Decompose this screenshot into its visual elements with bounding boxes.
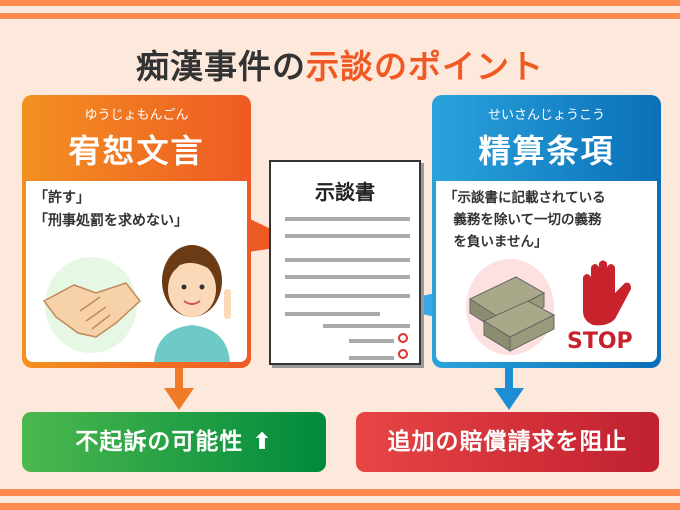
block-claims-result: 追加の賠償請求を阻止 <box>356 412 659 472</box>
card-quote: 「示談書に記載されている 義務を除いて一切の義務 を負いません」 <box>444 190 606 250</box>
bottom-stripe <box>0 503 680 510</box>
card-quote: 「許す」 「刑事処罰を求めない」 <box>34 190 188 229</box>
card-heading: 宥恕文言 <box>68 132 205 170</box>
woman-illustration <box>154 245 231 362</box>
handshake-icon <box>42 257 142 353</box>
title-part1: 痴漢事件の <box>136 47 306 86</box>
card-furigana: せいさんじょうこう <box>487 108 605 123</box>
yujo-mongon-card: ゆうじょもんごん 宥恕文言 「許す」 「刑事処罰を求めない」 <box>22 95 251 368</box>
stop-hand-icon <box>583 260 631 326</box>
seisan-joko-card: せいさんじょうこう 精算条項 「示談書に記載されている 義務を除いて一切の義務 … <box>432 95 661 368</box>
money-icon <box>466 259 556 355</box>
card-body: 「示談書に記載されている 義務を除いて一切の義務 を負いません」 STOP <box>436 181 657 362</box>
document-title: 示談書 <box>315 180 375 204</box>
card-body: 「許す」 「刑事処罰を求めない」 <box>26 181 247 362</box>
seal-icon <box>398 349 408 359</box>
result-text: 追加の賠償請求を阻止 <box>387 429 628 455</box>
top-stripe <box>0 13 680 19</box>
arrow-down-orange <box>164 368 194 410</box>
top-stripe <box>0 0 680 6</box>
seal-icon <box>398 333 408 343</box>
arrow-down-blue <box>494 368 524 410</box>
settlement-document: 示談書 <box>269 160 421 365</box>
title-accent: 示談のポイント <box>306 47 544 86</box>
bottom-stripe <box>0 489 680 496</box>
stop-label: STOP <box>567 329 633 354</box>
page-title: 痴漢事件の示談のポイント <box>0 40 680 88</box>
result-text: 不起訴の可能性 <box>75 429 244 455</box>
arrow-up-icon: ⬆ <box>243 429 273 455</box>
non-prosecution-result: 不起訴の可能性 ⬆ <box>22 412 326 472</box>
card-furigana: ゆうじょもんごん <box>84 108 189 123</box>
card-heading: 精算条項 <box>478 132 615 170</box>
